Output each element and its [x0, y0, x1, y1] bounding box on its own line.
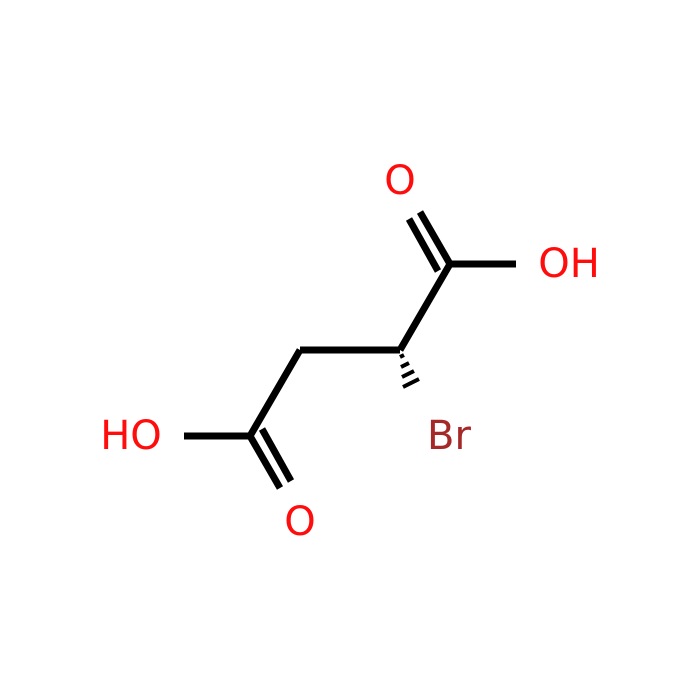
atom-o-bottom: O	[284, 499, 315, 545]
bond-c3-o-double-a	[416, 210, 454, 266]
hashed-wedge-bond	[399, 353, 420, 389]
bond-c3-o-double-b	[405, 217, 442, 273]
bond-c2-c3	[396, 262, 454, 352]
atom-o-top: O	[384, 158, 415, 204]
atom-oh-right: OH	[538, 241, 600, 287]
bond-c4-o-double-b	[258, 427, 295, 483]
atom-ho-left: HO	[100, 413, 162, 459]
atom-br: Br	[427, 413, 471, 459]
bond-c1-c4	[246, 348, 304, 438]
bond-c4-o-double-a	[246, 434, 284, 490]
